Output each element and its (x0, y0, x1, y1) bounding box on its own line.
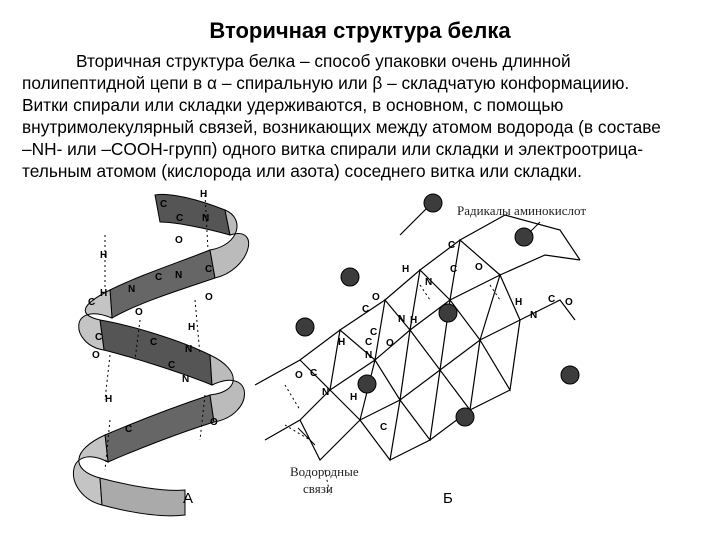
helix-atom: C (95, 332, 102, 343)
sheet-atom: N (365, 350, 372, 361)
helix-atom: O (205, 292, 213, 303)
radical-ball (423, 193, 443, 213)
sheet-atom: H (350, 392, 357, 403)
sheet-atom: O (386, 338, 394, 349)
sheet-atom: O (295, 370, 303, 381)
sheet-atom: N (530, 310, 537, 321)
helix-atom: N (175, 270, 182, 281)
helix-atom: H (100, 250, 107, 261)
helix-ribbon-back (104, 394, 215, 463)
helix-atom: C (160, 199, 167, 210)
paragraph-line: Витки спирали или складки удерживаются, … (22, 95, 564, 115)
slide-title: Вторичная структура белка (209, 18, 511, 43)
helix-atom: O (175, 235, 183, 246)
pointer-lines (297, 221, 541, 446)
sheet-atom: C (365, 337, 372, 348)
helix-atom-labels: H N C C O H N C C O H N C O H N C C O H … (88, 189, 218, 435)
helix-ribbon-front (78, 289, 113, 351)
radical-ball (438, 303, 458, 323)
helix-atom: N (128, 284, 135, 295)
helix-atom: N (182, 374, 189, 385)
sheet-atom: H (338, 337, 345, 348)
helix-atom: C (205, 264, 212, 275)
helix-atom: O (92, 350, 100, 361)
sheet-atom: C (380, 422, 387, 433)
helix-ribbon-back (109, 249, 216, 319)
helix-atom: H (100, 288, 107, 299)
radical-ball (295, 317, 315, 337)
amino-acid-radicals (295, 193, 580, 427)
helix-atom: H (188, 322, 195, 333)
figure-label-a: А (183, 490, 193, 507)
alpha-helix-diagram: H N C C O H N C C O H N C O H N C C O H … (72, 189, 249, 517)
helix-ribbon-front (209, 209, 249, 279)
sheet-atom: N (398, 314, 405, 325)
helix-atom: C (176, 213, 183, 224)
sheet-atom: H (515, 297, 522, 308)
helix-atom: O (135, 307, 143, 318)
hydrogen-bonds-label: связи (303, 481, 333, 496)
paragraph-line: внутримолекулярный связей, возникающих м… (22, 117, 661, 137)
helix-atom: H (105, 394, 112, 405)
sheet-atom: C (548, 294, 555, 305)
paragraph-line: тельным атомом (кислорода или азота) сос… (22, 161, 582, 181)
helix-atom: C (88, 297, 95, 308)
helix-atom: H (200, 189, 207, 200)
radical-ball (340, 267, 360, 287)
helix-atom: N (185, 344, 192, 355)
sheet-atom: C (310, 368, 317, 379)
sheet-atom: H (402, 264, 409, 275)
paragraph-line: полипептидной цепи в α – спиральную или … (22, 73, 630, 93)
body-paragraph: Вторичная структура белка – способ упако… (22, 50, 702, 182)
helix-atom: C (125, 424, 132, 435)
figure-label-b: Б (443, 490, 453, 507)
sheet-atom: C (370, 327, 377, 338)
sheet-atom: O (565, 297, 573, 308)
sheet-atom: H (410, 315, 417, 326)
sheet-framework (254, 204, 581, 462)
sheet-atom: C (362, 304, 369, 315)
paragraph-line: Вторичная структура белка – способ упако… (76, 51, 571, 71)
sheet-atom: N (322, 387, 329, 398)
sheet-atom-labels: C H N C O C O N H C H N C O C O N H C H … (295, 240, 573, 433)
sheet-atom: O (475, 262, 483, 273)
helix-atom: O (210, 417, 218, 428)
helix-atom: C (150, 337, 157, 348)
helix-atom: N (202, 213, 209, 224)
beta-sheet-diagram: C H N C O C O N H C H N C O C O N H C H … (254, 193, 586, 507)
helix-atom: C (168, 360, 175, 371)
radical-ball (560, 365, 580, 385)
helix-ribbon-front (99, 477, 186, 517)
helix-ribbon-front (72, 434, 109, 506)
sheet-atom: O (372, 292, 380, 303)
helix-ribbon-front (209, 354, 245, 423)
radical-ball (357, 374, 377, 394)
radical-ball (514, 227, 534, 247)
sheet-hydrogen-bonds (284, 284, 501, 496)
helix-atom: C (155, 272, 162, 283)
protein-structure-figure: H N C C O H N C C O H N C O H N C C O H … (72, 189, 586, 517)
paragraph-line: –NH- или –COOH-групп) одного витка спира… (22, 139, 644, 159)
sheet-atom: N (425, 277, 432, 288)
hydrogen-bonds-label: Водородные (290, 464, 359, 479)
radicals-label: Радикалы аминокислот (457, 203, 586, 218)
radical-ball (455, 407, 475, 427)
sheet-atom: C (448, 240, 455, 251)
helix-hydrogen-bonds (104, 194, 209, 471)
sheet-atom: C (450, 264, 457, 275)
